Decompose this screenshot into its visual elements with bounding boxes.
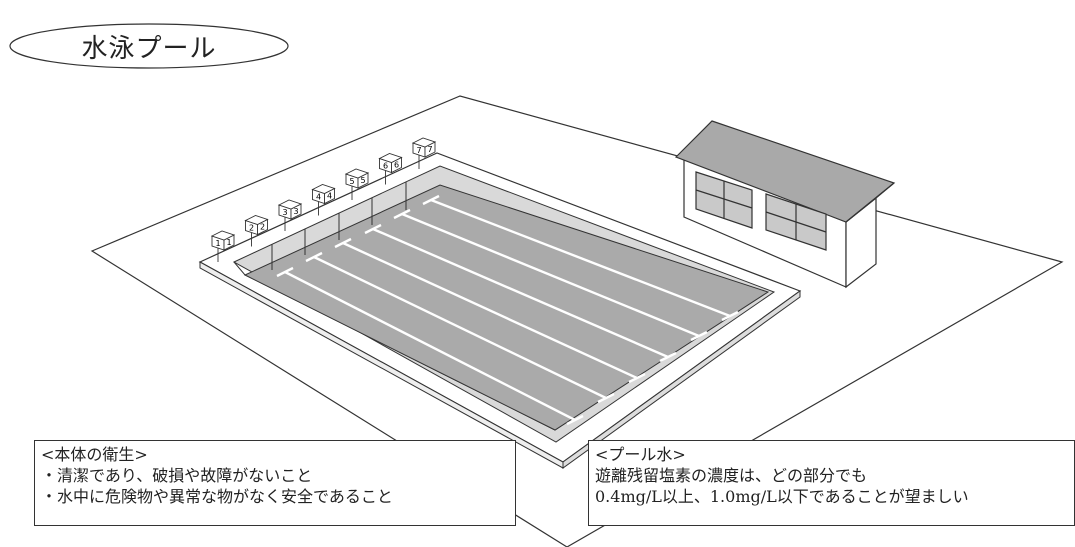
lane-number: 6 [383,162,388,171]
note-heading: <プール水> [595,445,686,464]
lane-number: 2 [249,224,254,233]
lane-number: 1 [226,238,231,247]
lane-number: 6 [394,161,399,170]
title-oval: 水泳プール [8,22,290,70]
lane-number: 3 [293,207,298,216]
note-line: 遊離残留塩素の濃度は、どの部分でも [595,466,868,485]
lane-number: 1 [215,239,220,248]
lane-number: 3 [282,208,287,217]
lane-number: 7 [416,146,421,155]
note-pool-water: <プール水> 遊離残留塩素の濃度は、どの部分でも 0.4mg/L以上、1.0mg… [588,440,1075,526]
page-title: 水泳プール [81,33,217,64]
lane-number: 4 [316,193,321,202]
pool-building [674,120,896,289]
lane-lines [276,194,739,426]
lane-number: 7 [427,145,432,154]
note-line: 0.4mg/L以上、1.0mg/L以下であることが望ましい [595,487,969,506]
lane-number: 5 [360,176,365,185]
lane-number: 2 [260,223,265,232]
note-line: ・清潔であり、破損や故障がないこと [41,466,313,485]
lane-number: 4 [327,192,332,201]
pool-water [243,184,770,431]
lane-number: 5 [349,177,354,186]
note-pool-body: <本体の衛生> ・清潔であり、破損や故障がないこと ・水中に危険物や異常な物がな… [34,440,516,526]
note-line: ・水中に危険物や異常な物がなく安全であること [41,487,393,506]
note-heading: <本体の衛生> [41,445,148,464]
